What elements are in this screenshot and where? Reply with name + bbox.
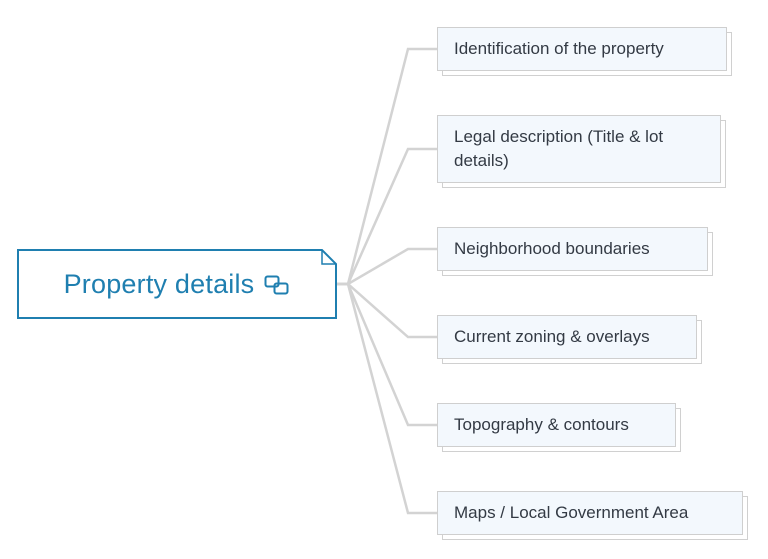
- root-topic[interactable]: Property details: [17, 249, 337, 319]
- child-topic-current-zoning[interactable]: Current zoning & overlays: [437, 315, 702, 364]
- child-topic-label: Topography & contours: [454, 415, 629, 434]
- child-topic-card: [437, 115, 721, 183]
- child-topic-card: [437, 27, 727, 71]
- connector-line: [337, 282, 437, 515]
- child-topic-maps[interactable]: Maps / Local Government Area: [437, 491, 748, 540]
- child-topic-legal-description[interactable]: Legal description (Title & lot details): [437, 115, 726, 188]
- child-topic-card: [437, 491, 743, 535]
- child-topic-topography[interactable]: Topography & contours: [437, 403, 681, 452]
- root-topic-label: Property details: [63, 268, 255, 299]
- child-topic-card: [437, 315, 697, 359]
- child-topic-label: Current zoning & overlays: [454, 327, 650, 346]
- child-topic-label: Maps / Local Government Area: [454, 503, 689, 522]
- root-topic-frame: [17, 249, 337, 319]
- child-topic-card: [437, 403, 676, 447]
- child-topic-label: Neighborhood boundaries: [454, 239, 650, 258]
- child-topic-identification[interactable]: Identification of the property: [437, 27, 732, 76]
- child-topic-card: [437, 227, 708, 271]
- child-topic-label: Legal description (Title & lot details): [454, 127, 664, 170]
- connector-line: [337, 282, 437, 427]
- linked-copies-icon[interactable]: [264, 274, 290, 296]
- child-topic-label: Identification of the property: [454, 39, 664, 58]
- child-topic-neighborhood-boundaries[interactable]: Neighborhood boundaries: [437, 227, 713, 276]
